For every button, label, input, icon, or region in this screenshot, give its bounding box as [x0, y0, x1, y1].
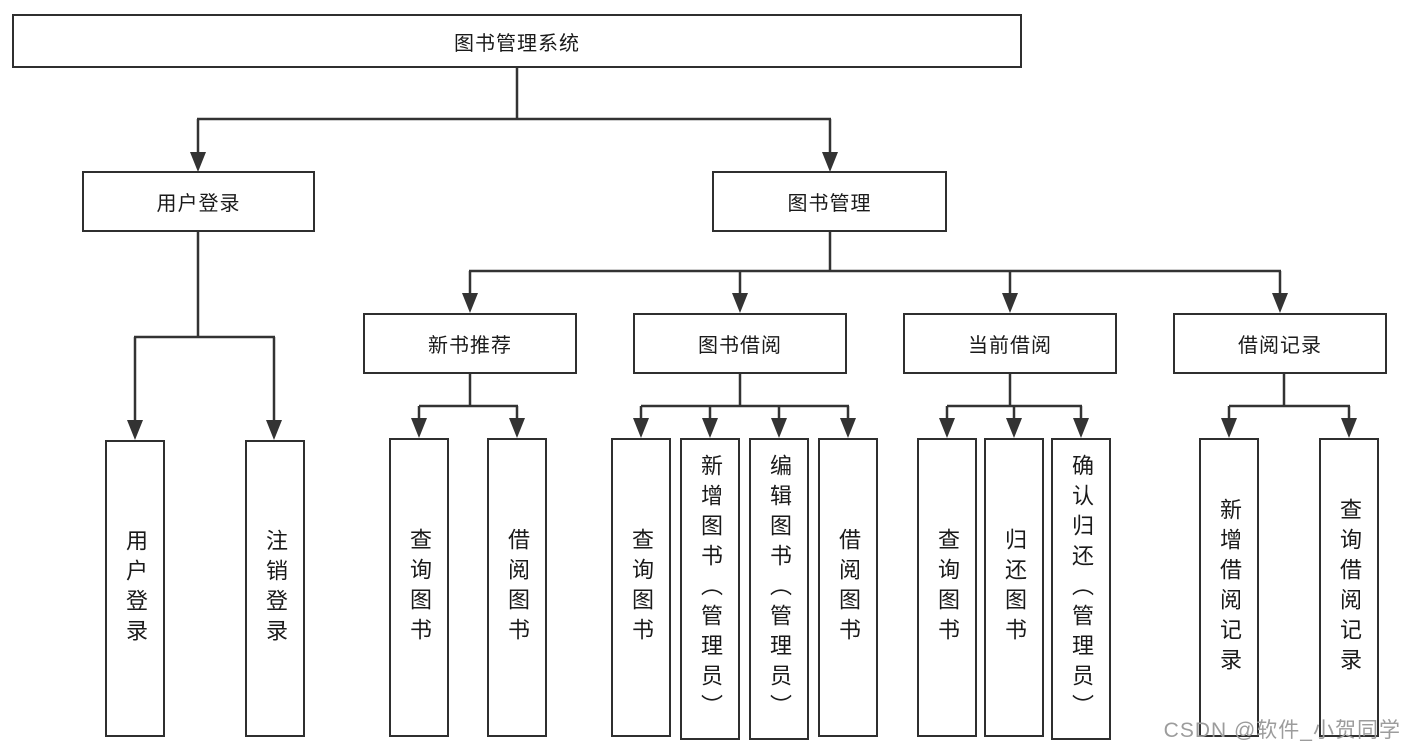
connector-root-to-level2: [190, 68, 838, 172]
leaf-logout: 注销登录: [245, 440, 305, 737]
connector-borrow-record-children: [1221, 374, 1357, 438]
connector-book-borrow-children: [633, 374, 856, 438]
leaf-record-query-borrow-record: 查询借阅记录: [1319, 438, 1379, 737]
node-borrow-records: 借阅记录: [1173, 313, 1387, 374]
connector-user-login-children: [127, 232, 282, 440]
connector-current-borrow-children: [939, 374, 1089, 438]
connector-new-book-children: [411, 374, 525, 438]
node-book-management: 图书管理: [712, 171, 947, 232]
leaf-borrow-edit-books-admin: 编辑图书（管理员）: [749, 438, 809, 740]
node-root: 图书管理系统: [12, 14, 1022, 68]
leaf-current-return-books: 归还图书: [984, 438, 1044, 737]
leaf-current-confirm-return-admin: 确认归还（管理员）: [1051, 438, 1111, 740]
leaf-current-query-books: 查询图书: [917, 438, 977, 737]
leaf-record-add-borrow-record: 新增借阅记录: [1199, 438, 1259, 737]
node-current-borrow: 当前借阅: [903, 313, 1117, 374]
leaf-borrow-borrow-books: 借阅图书: [818, 438, 878, 737]
node-new-book-recommend: 新书推荐: [363, 313, 577, 374]
node-book-borrow: 图书借阅: [633, 313, 847, 374]
leaf-borrow-query-books: 查询图书: [611, 438, 671, 737]
leaf-borrow-add-books-admin: 新增图书（管理员）: [680, 438, 740, 740]
leaf-newbook-query-books: 查询图书: [389, 438, 449, 737]
leaf-newbook-borrow-books: 借阅图书: [487, 438, 547, 737]
connector-book-mgmt-to-level3: [462, 232, 1288, 313]
node-user-login: 用户登录: [82, 171, 315, 232]
leaf-user-login: 用户登录: [105, 440, 165, 737]
watermark-text: CSDN @软件_小贺同学: [1163, 719, 1401, 742]
